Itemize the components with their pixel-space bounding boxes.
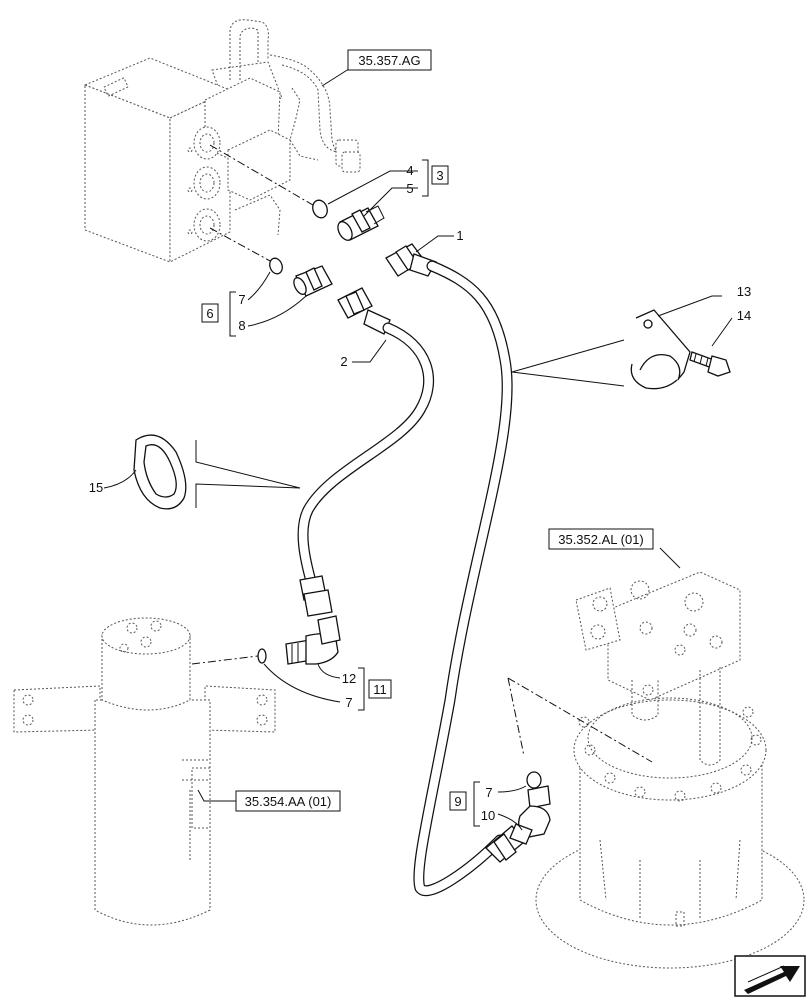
leader-2 <box>352 339 387 363</box>
bolt-14 <box>689 351 731 377</box>
leader-15 <box>103 469 137 489</box>
leader-7-motor <box>497 785 527 793</box>
callout-7-lower: 7 <box>345 695 352 710</box>
callout-7-motor: 7 <box>485 785 492 800</box>
hose-1 <box>385 243 525 897</box>
detail-pointer-protector <box>195 440 301 508</box>
detail-pointer-clamp <box>511 339 625 387</box>
reference-label-top[interactable]: 35.357.AG <box>358 53 420 68</box>
swing-motor <box>535 571 805 969</box>
kit-box-11: 11 <box>368 679 392 699</box>
adapter-5 <box>337 205 385 241</box>
protector-15 <box>133 434 187 510</box>
kit-label-3: 3 <box>436 168 443 183</box>
kit-box-6: 6 <box>201 303 219 323</box>
callout-15: 15 <box>89 480 103 495</box>
leader-12 <box>317 663 341 679</box>
bracket-3 <box>422 159 429 197</box>
callout-1: 1 <box>456 228 463 243</box>
o-ring-7-lower <box>257 648 267 664</box>
kit-box-9: 9 <box>449 791 467 811</box>
callout-2: 2 <box>340 354 347 369</box>
kit-box-3: 3 <box>431 165 449 185</box>
elbow-fitting-10 <box>509 785 551 845</box>
leader-1 <box>415 235 454 253</box>
callout-7-upper: 7 <box>238 292 245 307</box>
o-ring-7-motor <box>526 771 542 789</box>
bracket-9 <box>473 781 480 827</box>
reference-label-motor[interactable]: 35.352.AL (01) <box>558 532 644 547</box>
leader-ref-motor <box>659 547 681 569</box>
reference-box-swivel[interactable]: 35.354.AA (01) <box>235 790 341 812</box>
kit-label-6: 6 <box>206 306 213 321</box>
kit-label-11: 11 <box>373 682 387 697</box>
leader-8 <box>247 295 307 327</box>
callout-4: 4 <box>406 163 413 178</box>
port-centerline-upper <box>209 144 319 209</box>
leader-4 <box>327 170 418 205</box>
o-ring-4 <box>312 199 328 219</box>
bracket-11 <box>358 667 365 711</box>
swivel-joint <box>13 617 276 926</box>
leader-7-lower <box>263 663 341 703</box>
clamp-13 <box>630 309 691 390</box>
arrow-next-page-icon[interactable] <box>734 955 806 997</box>
leader-7-upper <box>247 271 271 301</box>
reference-box-top[interactable]: 35.357.AG <box>347 49 432 71</box>
hose-2 <box>297 287 434 617</box>
leader-14 <box>711 317 733 347</box>
callout-13: 13 <box>737 284 751 299</box>
leader-5 <box>363 187 418 217</box>
motor-centerline <box>507 677 653 763</box>
callout-5: 5 <box>406 181 413 196</box>
adapter-8 <box>293 265 333 297</box>
control-valve-block <box>83 19 361 263</box>
swivel-centerline <box>191 655 259 665</box>
reference-box-motor[interactable]: 35.352.AL (01) <box>548 528 654 550</box>
elbow-fitting-12 <box>285 615 341 665</box>
reference-label-swivel[interactable]: 35.354.AA (01) <box>245 794 332 809</box>
callout-14: 14 <box>737 308 751 323</box>
leader-10 <box>497 813 523 831</box>
bracket-6 <box>229 291 236 337</box>
port-centerline-lower <box>209 227 273 263</box>
callout-8: 8 <box>238 318 245 333</box>
o-ring-7-upper <box>269 257 283 275</box>
callout-12: 12 <box>342 671 356 686</box>
leader-13 <box>657 295 722 317</box>
callout-10: 10 <box>481 808 495 823</box>
leader-ref-swivel <box>197 789 236 802</box>
kit-label-9: 9 <box>454 794 461 809</box>
